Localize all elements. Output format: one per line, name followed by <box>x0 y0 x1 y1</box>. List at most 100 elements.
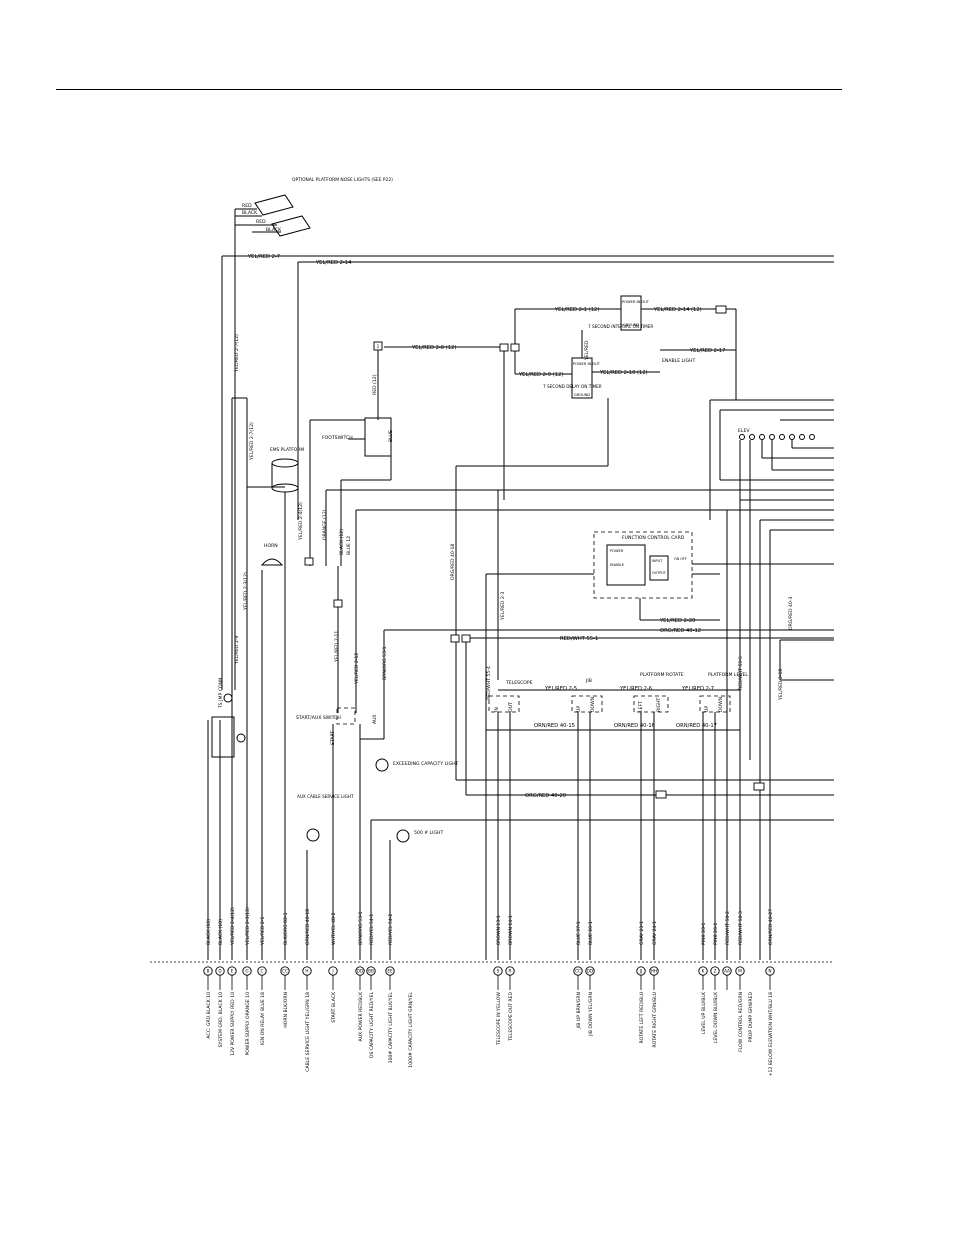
switch-platform-rotate[interactable]: PLATFORM ROTATE LEFT RIGHT <box>633 672 684 713</box>
bottom-function-label: ACC. GRD.BLACK 10 <box>206 992 212 1039</box>
ems-platform[interactable]: EMS PLATFORM <box>270 447 304 493</box>
bottom-wire-label: ORN/RED 40-18 <box>305 909 311 945</box>
card-wire-40-12: ORG/RED 40-12 <box>660 628 701 634</box>
control-card-title: FUNCTION CONTROL CARD <box>622 535 685 541</box>
bottom-terminal-label: C <box>261 969 264 974</box>
vwire-label-5: BLUE 12 <box>346 536 352 555</box>
bottom-function-label: ROTATE LEFT RED/BLU <box>639 992 645 1044</box>
bottom-terminal-label: JJ <box>639 969 642 974</box>
lower-timer-ground: GROUND <box>574 393 590 397</box>
exceeding-capacity-text: EXCEEDING CAPACITY LIGHT <box>393 761 459 767</box>
bottom-terminal-label: HH <box>651 969 657 974</box>
bottom-terminal-label: E <box>231 969 234 974</box>
bottom-wire-label: YEL/RED 2-3(12) <box>245 907 251 946</box>
start-aux-label: START/AUX SWITCH <box>296 715 341 721</box>
bottom-terminal-label: DD <box>587 969 593 974</box>
bottom-wire-label: BLK/ORG 82-1 <box>283 912 289 945</box>
footswitch-label: FOOTSWITCH <box>322 435 353 441</box>
rotate-title: PLATFORM ROTATE <box>640 672 684 678</box>
bottom-wire-label: RED/WHT 50-2 <box>725 911 731 945</box>
bottom-function-label: ROTATE RIGHT GRN/BLU <box>652 992 658 1048</box>
vwire-label-3: ORANGE (12) <box>322 509 328 540</box>
elev-label: ELEV <box>738 428 750 434</box>
bottom-function-label: AUX POWER RED/BLK <box>358 991 364 1041</box>
bottom-wire-label: BLUE 37-1 <box>576 921 582 945</box>
bottom-wire-label: PINK 20-1 <box>701 922 707 945</box>
bottom-wire-label: GRAY 24-1 <box>652 921 658 945</box>
card-power: POWER <box>610 549 624 553</box>
footswitch-terminal: 1 <box>377 344 380 349</box>
footswitch-red-wire: RED (12) <box>372 374 378 395</box>
rotate-wire: YEL/RED 2-7 <box>681 686 714 692</box>
bottom-function-label: IGN ON RELAY BLUE 18 <box>260 992 266 1045</box>
mid-wire-2-18: YEL/RED 2-18 <box>778 669 784 701</box>
nose-wire-red-2: RED <box>256 219 266 225</box>
vwire-label-1: YEL/RED 2-7(12) <box>249 422 255 461</box>
jib-title: JIB <box>585 678 592 684</box>
bottom-function-label: LEVEL UP BLU/BLK <box>701 991 707 1034</box>
nose-wire-red-1: RED <box>242 203 252 209</box>
rotate-diode: ORN/RED 40-17 <box>676 723 717 729</box>
bottom-wire-label: BLACK (10) <box>218 919 224 945</box>
nose-lights-title: OPTIONAL PLATFORM NOSE LIGHTS (SEE P22) <box>292 177 393 183</box>
bottom-wire-label: BROWN 13-1 <box>496 915 502 945</box>
footswitch-blue: BLUE <box>388 430 394 442</box>
bottom-terminal-label: CC <box>282 969 288 974</box>
switch-telescope[interactable]: TELESCOPE IN OUT <box>488 680 533 713</box>
bottom-function-label: SYSTEM GRD. BLACK 10 <box>218 992 224 1047</box>
telescope-diode: ORN/RED 40-15 <box>534 723 575 729</box>
card-enable: ENABLE <box>610 563 625 567</box>
card-wire-2-20: YEL/RED 2-20 <box>659 618 695 624</box>
switch-platform-level[interactable]: PLATFORM LEVEL UP DOWN <box>699 672 748 713</box>
timer-wire-3: YEL/RED 2-10 (12) <box>599 370 648 376</box>
footswitch[interactable]: 1 RED (12) FOOTSWITCH BLUE <box>322 341 394 457</box>
bottom-terminal-label: S <box>497 969 500 974</box>
bottom-function-label: +12 BELOW ELEVATION WHT/BLU 18 <box>768 992 774 1076</box>
rotate-left: LEFT <box>638 701 644 712</box>
telescope-out: OUT <box>508 702 514 712</box>
bottom-function-label: 300# CAPACITY LIGHT BLK/YEL <box>388 992 394 1064</box>
bottom-terminal-label: BB <box>368 969 374 974</box>
level-down: DOWN <box>718 697 724 712</box>
telescope-wire: YEL/RED 2-5 <box>544 686 577 692</box>
bottom-terminal-label: D <box>218 969 221 974</box>
nose-lights-group: OPTIONAL PLATFORM NOSE LIGHTS (SEE P22) … <box>234 177 393 690</box>
bottom-terminal-label: J <box>331 969 333 974</box>
aux-cable-service-light: AUX CABLE SERVICE LIGHT <box>297 794 354 842</box>
bottom-wire-label: BRN/ORG 53-1 <box>358 911 364 945</box>
mid-wire-2-3: YEL/RED 2-3 <box>500 592 506 621</box>
telescope-title: TELESCOPE <box>505 680 533 686</box>
bottom-function-label: TELESCOPE OUT RED <box>508 992 514 1042</box>
mid-wire-55-4: RED/WHT 55-4 <box>486 666 492 700</box>
bottom-terminal-label: R <box>509 969 512 974</box>
bottom-wire-label: BLACK (10) <box>206 919 212 945</box>
bottom-wire-labels: BLACK (10)BLACK (10)YEL/RED 2-4(12)YEL/R… <box>206 907 774 946</box>
bottom-function-label: CABLE SERVICE LIGHT YEL/GRN 18 <box>305 992 311 1072</box>
delay-timer: POWER IN OUT 7 SECOND DELAY ON TIMER GRO… <box>543 357 602 399</box>
top-wire-2-7: YEL/RED 2-7 <box>247 254 280 260</box>
bottom-wire-label: RED/WHT 50-3 <box>738 911 744 945</box>
card-output: OUTPUT <box>652 571 667 575</box>
bottom-wire-label: RED/YEL 54-1 <box>369 914 375 945</box>
mid-wire-55-5: RED/WHT 55-5 <box>738 656 744 690</box>
elev-terminal-strip <box>739 434 815 440</box>
bottom-wire-label: ORN/RED 40-27 <box>768 909 774 945</box>
bottom-function-label: PROP DUMP GRN/RED <box>748 992 754 1043</box>
jib-wire: YEL/RED 2-6 <box>619 686 652 692</box>
level-title: PLATFORM LEVEL <box>708 672 748 678</box>
jib-diode: ORN/RED 40-16 <box>614 723 655 729</box>
bottom-wire-label: RED/YEL 54-2 <box>388 914 394 945</box>
bottom-terminal-label: Z <box>714 969 717 974</box>
bottom-function-label: TELESCOPE IN YELLOW <box>496 992 502 1047</box>
lower-timer-desc: 7 SECOND DELAY ON TIMER <box>543 384 602 389</box>
level-up: UP <box>704 706 710 712</box>
switch-jib[interactable]: JIB UP DOWN <box>571 678 603 713</box>
bottom-wire-label: PINK 26-1 <box>713 922 719 945</box>
telescope-in: IN <box>494 707 500 712</box>
interval-timer: POWER IN OUT 7 SECOND INTERVAL ON TIMER … <box>588 295 653 331</box>
bottom-function-label: FLOW CONTROL RED/GRN <box>738 992 744 1052</box>
bottom-function-label: HORN BLK/ORN <box>283 992 289 1028</box>
